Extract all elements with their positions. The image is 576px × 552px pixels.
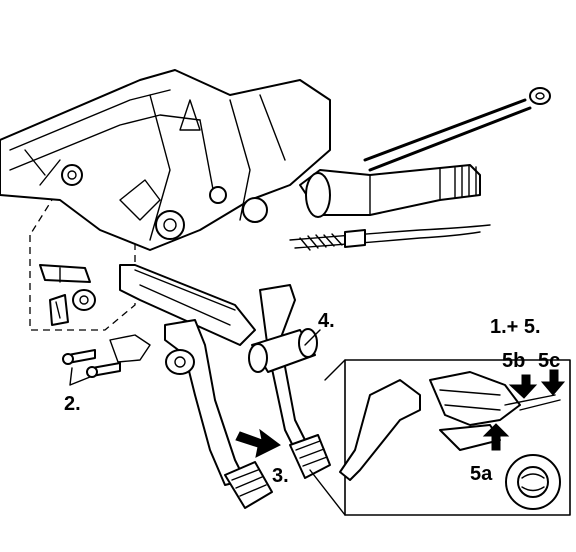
clutch-cable bbox=[289, 224, 491, 251]
callout-step-4: 4. bbox=[318, 310, 335, 332]
callout-step-3: 3. bbox=[272, 465, 289, 487]
callout-step-2: 2. bbox=[64, 393, 81, 415]
pivot-sleeve bbox=[248, 328, 318, 373]
mounting-bolts bbox=[62, 334, 151, 378]
callout-step-5b: 5b bbox=[502, 350, 525, 372]
callout-leaders bbox=[69, 329, 321, 386]
callout-step-5c: 5c bbox=[538, 350, 560, 372]
shaft-spline bbox=[454, 165, 477, 199]
inset-arrows bbox=[482, 369, 566, 451]
removal-direction-arrow bbox=[235, 428, 281, 458]
callout-step-5a: 5a bbox=[470, 463, 493, 485]
pedal-arms bbox=[164, 284, 331, 509]
pedal-bracket bbox=[39, 264, 256, 346]
bulkhead-frame bbox=[0, 69, 331, 251]
inset-pedal-lever bbox=[339, 371, 561, 481]
inset-hub-detail bbox=[505, 454, 561, 510]
callout-step-1-5: 1.+ 5. bbox=[490, 316, 541, 338]
clip-parts bbox=[49, 289, 96, 326]
steering-column bbox=[299, 87, 551, 218]
detail-inset bbox=[309, 359, 571, 516]
